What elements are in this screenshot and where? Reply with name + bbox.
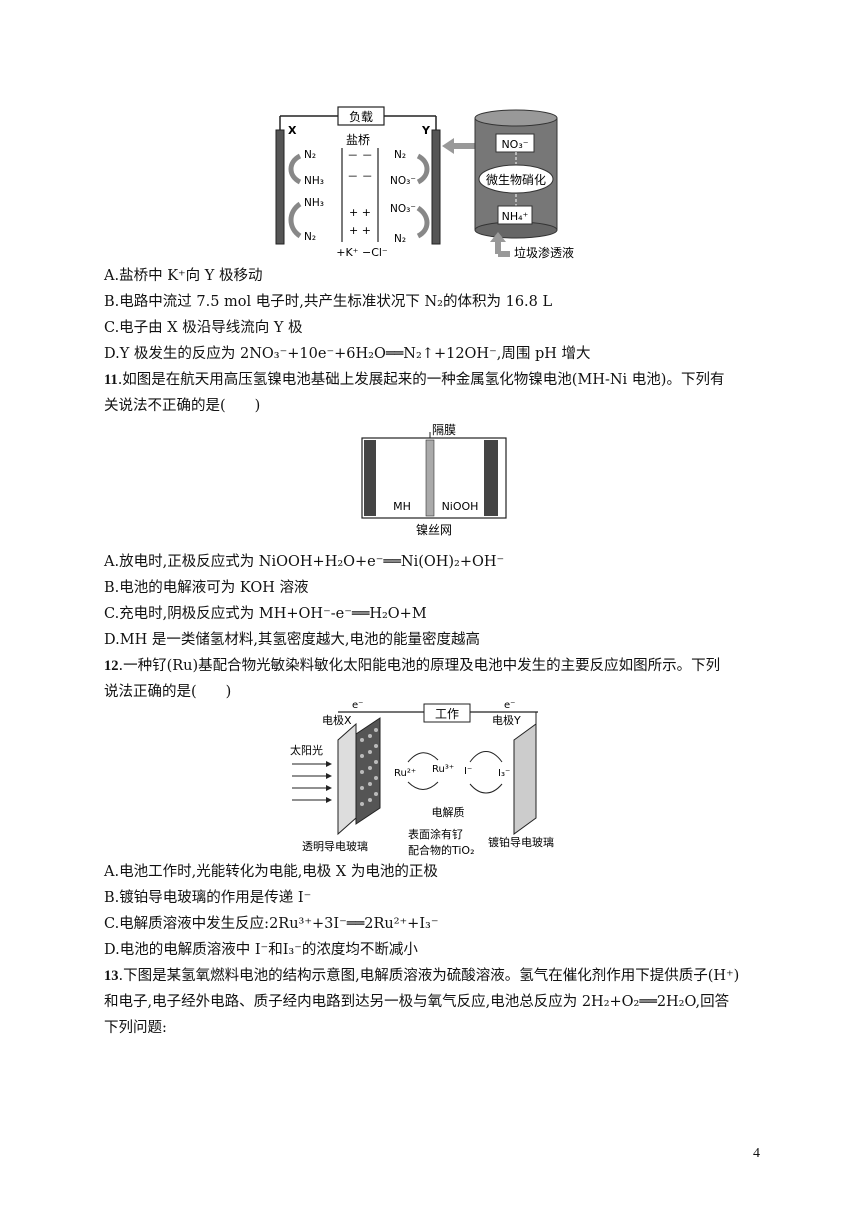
q13-stem-2: 和电子,电子经外电路、质子经内电路到达另一极与氧气反应,电池总反应为 2H₂+O… — [104, 994, 730, 1010]
q10-option-a: A.盐桥中 K⁺向 Y 极移动 — [104, 268, 263, 284]
figure-dye-sensitized-solar-cell: e⁻ e⁻ 工作 电极X 电极Y 太阳光 Ru²⁺ Ru³⁺ I⁻ I₃⁻ 电解… — [290, 700, 554, 857]
q12-stem-2: 说法正确的是( ) — [104, 684, 232, 700]
page-number: 4 — [753, 1146, 760, 1161]
leachate-label: 垃圾渗透液 — [514, 245, 574, 260]
sunlight-label: 太阳光 — [290, 743, 323, 757]
svg-text:+ +: + + — [349, 224, 371, 237]
figure-mh-ni-battery: 隔膜 MH NiOOH 镍丝网 — [361, 423, 507, 537]
svg-text:NO₃⁻: NO₃⁻ — [390, 203, 416, 215]
q10-option-d: D.Y 极发生的反应为 2NO₃⁻+10e⁻+6H₂O══N₂↑+12OH⁻,周… — [104, 346, 591, 362]
q11-stem-2: 关说法不正确的是( ) — [104, 398, 261, 414]
svg-text:表面涂有钌: 表面涂有钌 — [408, 827, 463, 841]
q13-stem-3: 下列问题: — [104, 1020, 167, 1036]
q11-stem-1: 11.如图是在航天用高压氢镍电池基础上发展起来的一种金属氢化物镍电池(MH-Ni… — [104, 372, 725, 388]
ions-label: +K⁺ −Cl⁻ — [336, 246, 388, 259]
electrode-x-label: 电极X — [322, 713, 352, 727]
svg-text:e⁻: e⁻ — [504, 700, 515, 711]
q10-option-b: B.电路中流过 7.5 mol 电子时,共产生标准状况下 N₂的体积为 16.8… — [104, 294, 553, 310]
q11-option-c: C.充电时,阴极反应式为 MH+OH⁻-e⁻══H₂O+M — [104, 606, 427, 622]
mh-label: MH — [393, 500, 411, 513]
svg-text:透明导电玻璃: 透明导电玻璃 — [302, 839, 368, 853]
svg-text:NO₃⁻: NO₃⁻ — [501, 138, 528, 151]
svg-text:NH₃: NH₃ — [304, 175, 324, 187]
salt-bridge-label: 盐桥 — [346, 133, 370, 147]
work-label: 工作 — [435, 707, 459, 721]
niooh-label: NiOOH — [442, 500, 479, 513]
svg-text:－ －: － － — [347, 149, 373, 162]
svg-text:NH₃: NH₃ — [304, 197, 324, 209]
q11-option-d: D.MH 是一类储氢材料,其氢密度越大,电池的能量密度越高 — [104, 632, 481, 648]
electrode-y-label: Y — [421, 124, 431, 137]
q11-option-b: B.电池的电解液可为 KOH 溶液 — [104, 580, 309, 596]
svg-text:NO₃⁻: NO₃⁻ — [390, 175, 416, 187]
svg-text:+ +: + + — [349, 206, 371, 219]
svg-text:镀铂导电玻璃: 镀铂导电玻璃 — [488, 835, 554, 849]
svg-text:e⁻: e⁻ — [352, 700, 363, 711]
q12-stem-1: 12.一种钌(Ru)基配合物光敏染料敏化太阳能电池的原理及电池中发生的主要反应如… — [104, 658, 721, 674]
svg-text:微生物硝化: 微生物硝化 — [486, 173, 546, 187]
svg-text:隔膜: 隔膜 — [432, 423, 456, 437]
q12-option-a: A.电池工作时,光能转化为电能,电极 X 为电池的正极 — [104, 864, 438, 880]
q12-option-b: B.镀铂导电玻璃的作用是传递 I⁻ — [104, 890, 312, 906]
svg-text:－ －: － － — [347, 170, 373, 183]
load-label: 负载 — [349, 110, 373, 124]
q12-option-d: D.电池的电解质溶液中 I⁻和I₃⁻的浓度均不断减小 — [104, 942, 418, 958]
svg-text:I₃⁻: I₃⁻ — [498, 768, 510, 779]
electrode-y-label: 电极Y — [492, 713, 521, 727]
svg-text:I⁻: I⁻ — [464, 766, 472, 777]
nickel-mesh-label: 镍丝网 — [416, 523, 452, 537]
svg-text:N₂: N₂ — [304, 149, 316, 161]
svg-text:N₂: N₂ — [394, 149, 406, 161]
svg-text:Ru³⁺: Ru³⁺ — [432, 764, 454, 775]
q12-option-c: C.电解质溶液中发生反应:2Ru³⁺+3I⁻══2Ru²⁺+I₃⁻ — [104, 916, 439, 932]
figure-bioelectrochemical-cell: 负载 X Y 盐桥 － － － － + + + + N₂ NH₃ NH₃ N₂ … — [275, 106, 574, 260]
q11-option-a: A.放电时,正极反应式为 NiOOH+H₂O+e⁻══Ni(OH)₂+OH⁻ — [104, 554, 505, 570]
q10-option-c: C.电子由 X 极沿导线流向 Y 极 — [104, 320, 303, 336]
svg-text:N₂: N₂ — [394, 233, 406, 245]
svg-text:N₂: N₂ — [304, 231, 316, 243]
svg-text:配合物的TiO₂: 配合物的TiO₂ — [408, 843, 475, 857]
electrolyte-label: 电解质 — [432, 805, 465, 819]
svg-text:NH₄⁺: NH₄⁺ — [502, 210, 529, 223]
electrode-x-label: X — [288, 124, 297, 137]
q13-stem-1: 13.下图是某氢氧燃料电池的结构示意图,电解质溶液为硫酸溶液。氢气在催化剂作用下… — [104, 968, 740, 984]
svg-text:Ru²⁺: Ru²⁺ — [394, 768, 416, 779]
